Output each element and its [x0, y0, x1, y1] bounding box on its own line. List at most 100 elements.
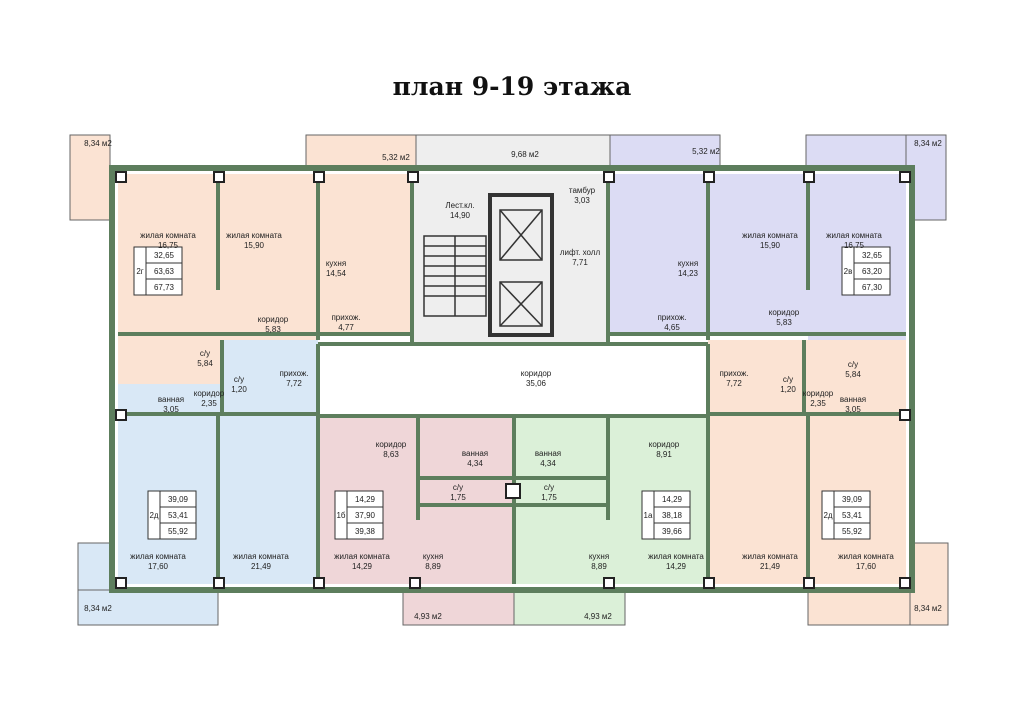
room-name: с/у: [200, 349, 210, 358]
balcony-area-label: 8,34 м2: [914, 604, 942, 613]
room-name: прихож.: [657, 313, 686, 322]
balcony-area-label: 5,32 м2: [382, 153, 410, 162]
room-name: с/у: [544, 483, 554, 492]
room-area: 21,49: [251, 562, 272, 571]
stair-and-elevators: [423, 193, 554, 337]
apartment-area-value: 39,38: [355, 527, 376, 536]
room-area: 14,29: [352, 562, 373, 571]
balcony-area-label: 8,34 м2: [84, 604, 112, 613]
room-name: ванная: [840, 395, 866, 404]
room-name: с/у: [234, 375, 244, 384]
interior-walls: [118, 168, 906, 584]
apartment-type: 2г: [136, 267, 143, 276]
room-name: кухня: [326, 259, 346, 268]
room-area: 2,35: [810, 399, 826, 408]
apartment-area-value: 53,41: [842, 511, 863, 520]
apartment-area-value: 67,73: [154, 283, 175, 292]
room-name: коридор: [258, 315, 289, 324]
balconies: [69, 134, 949, 626]
room-area: 7,72: [286, 379, 302, 388]
room-name: кухня: [678, 259, 698, 268]
balcony-area-label: 4,93 м2: [414, 612, 442, 621]
room-name: жилая комната: [648, 552, 704, 561]
balcony-top-left-2: [305, 134, 417, 168]
room-name: жилая комната: [226, 231, 282, 240]
balcony-area-label: 9,68 м2: [511, 150, 539, 159]
room-area: 15,90: [244, 241, 265, 250]
room-area: 1,75: [541, 493, 557, 502]
room-area: 14,29: [666, 562, 687, 571]
balcony-bottom-right: [909, 542, 949, 626]
room-name: ванная: [535, 449, 561, 458]
room-name: прихож.: [331, 313, 360, 322]
room-name: кухня: [589, 552, 609, 561]
room-area: 4,34: [467, 459, 483, 468]
room-area: 5,83: [265, 325, 281, 334]
apartment-area-value: 55,92: [168, 527, 189, 536]
apartment-area-value: 63,20: [862, 267, 883, 276]
room-area: 21,49: [760, 562, 781, 571]
apartment-area-value: 55,92: [842, 527, 863, 536]
room-area: 3,05: [163, 405, 179, 414]
balcony-bottom-center-left: [402, 589, 515, 626]
room-area: 8,89: [591, 562, 607, 571]
balcony-top-center: [415, 134, 611, 168]
room-name: ванная: [462, 449, 488, 458]
room-name: Лест.кл.: [445, 201, 474, 210]
apartment-area-value: 37,90: [355, 511, 376, 520]
page-title: план 9-19 этажа: [392, 72, 632, 101]
room-name: лифт. холл: [560, 248, 601, 257]
balcony-area-label: 8,34 м2: [84, 139, 112, 148]
room-name: жилая комната: [140, 231, 196, 240]
room-area: 4,77: [338, 323, 354, 332]
columns: [115, 171, 911, 589]
room-area: 1,20: [780, 385, 796, 394]
room-name: жилая комната: [742, 231, 798, 240]
room-area: 5,84: [845, 370, 861, 379]
apartment-area-value: 32,65: [154, 251, 175, 260]
apartment-type: 2в: [844, 267, 853, 276]
room-name: с/у: [783, 375, 793, 384]
room-area: 35,06: [526, 379, 547, 388]
room-area: 8,89: [425, 562, 441, 571]
room-area: 3,05: [845, 405, 861, 414]
balcony-top-left: [69, 134, 111, 221]
apartment-area-value: 39,09: [168, 495, 189, 504]
apartment-area-value: 14,29: [355, 495, 376, 504]
room-area: 14,54: [326, 269, 347, 278]
room-area: 5,84: [197, 359, 213, 368]
apartment-type: 2д: [823, 511, 832, 520]
room-name: жилая комната: [826, 231, 882, 240]
room-area: 4,65: [664, 323, 680, 332]
apartment-type: 1а: [644, 511, 653, 520]
apartment-summaries: 2г 32,65 63,63 67,73 2в 32,65 63,20 67,30 2д 39,0…: [133, 246, 891, 540]
room-name: ванная: [158, 395, 184, 404]
room-area: 17,60: [148, 562, 169, 571]
room-name: прихож.: [279, 369, 308, 378]
room-name: коридор: [194, 389, 225, 398]
apartment-type: 1б: [336, 511, 345, 520]
room-area: 2,35: [201, 399, 217, 408]
room-area: 1,75: [450, 493, 466, 502]
apartment-summary-box: 2д 39,09 53,41 55,92: [821, 490, 871, 540]
room-area: 7,71: [572, 258, 588, 267]
apartment-area-value: 32,65: [862, 251, 883, 260]
room-name: коридор: [769, 308, 800, 317]
room-name: коридор: [803, 389, 834, 398]
room-fills: [118, 174, 906, 584]
room-name: кухня: [423, 552, 443, 561]
room-area: 16,75: [844, 241, 865, 250]
apartment-area-value: 38,18: [662, 511, 683, 520]
apartment-area-value: 63,63: [154, 267, 175, 276]
room-area: 7,72: [726, 379, 742, 388]
room-name: прихож.: [719, 369, 748, 378]
apartment-area-value: 39,09: [842, 495, 863, 504]
apartment-area-value: 67,30: [862, 283, 883, 292]
room-name: жилая комната: [334, 552, 390, 561]
apartment-summary-box: 2в 32,65 63,20 67,30: [841, 246, 891, 296]
room-name: жилая комната: [742, 552, 798, 561]
